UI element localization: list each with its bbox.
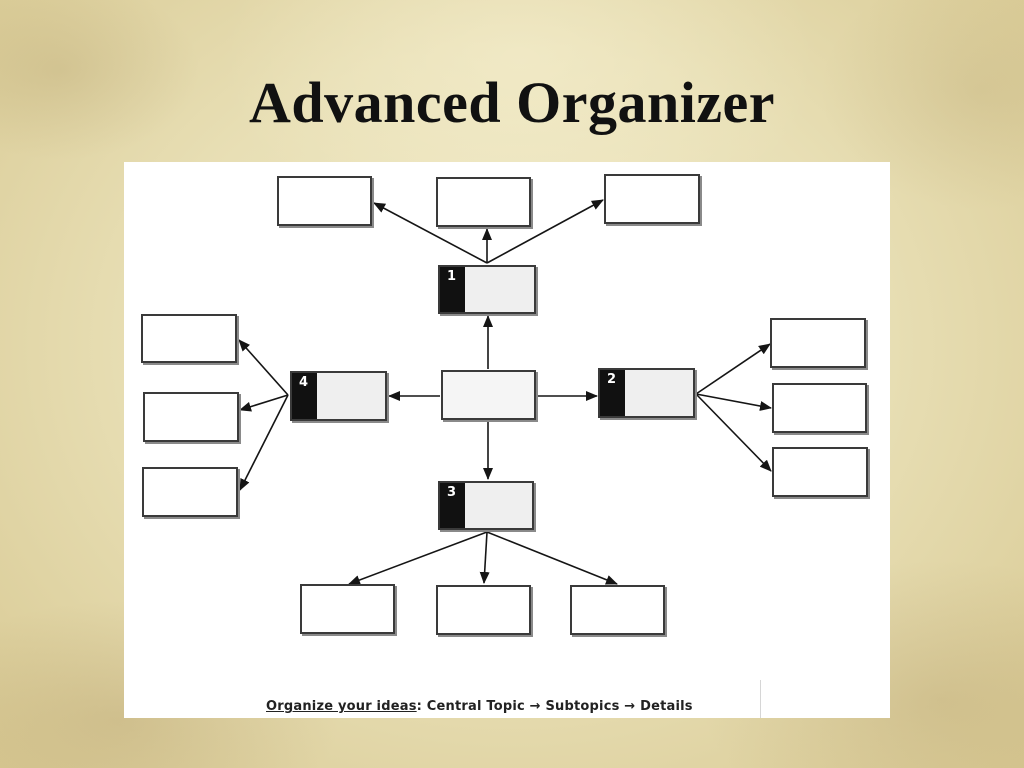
subtopic-1-box: 1 [438, 265, 536, 314]
detail-box-2a [770, 318, 866, 368]
caption-lead: Organize your ideas [266, 699, 417, 714]
subtopic-4-number: 4 [299, 375, 309, 390]
detail-box-1a [277, 176, 372, 226]
detail-box-3c [570, 585, 665, 635]
slide-title: Advanced Organizer [248, 70, 776, 135]
detail-box-3b [436, 585, 531, 635]
caption-divider [760, 680, 761, 718]
arrow-sub4-to-detail-2 [239, 394, 289, 412]
detail-box-3a [300, 584, 395, 634]
subtopic-1-number: 1 [447, 269, 457, 284]
arrow-sub3-to-detail-1 [348, 531, 488, 585]
detail-box-2c [772, 447, 868, 497]
detail-box-4a [141, 314, 237, 363]
subtopic-2-box: 2 [598, 368, 695, 418]
central-topic-box [441, 370, 536, 420]
organizer-diagram: 1 2 4 3 [124, 162, 890, 718]
detail-box-1b [436, 177, 531, 227]
detail-box-2b [772, 383, 867, 433]
arrow-sub2-to-detail-2 [695, 393, 772, 411]
subtopic-1-strip: 1 [440, 267, 465, 312]
caption: Organize your ideas: Central Topic → Sub… [266, 699, 693, 715]
arrow-sub2-to-detail-1 [695, 343, 771, 395]
caption-rest: : Central Topic → Subtopics → Details [416, 699, 693, 714]
detail-box-4c [142, 467, 238, 517]
subtopic-3-strip: 3 [440, 483, 465, 528]
arrow-sub3-to-detail-2 [479, 531, 490, 584]
subtopic-4-box: 4 [290, 371, 387, 421]
arrow-sub2-to-detail-3 [695, 393, 772, 472]
subtopic-4-strip: 4 [292, 373, 317, 419]
arrow-sub4-to-detail-3 [239, 394, 289, 491]
arrow-sub4-to-detail-1 [238, 339, 289, 396]
detail-box-4b [143, 392, 239, 442]
subtopic-3-number: 3 [447, 485, 457, 500]
subtopic-3-box: 3 [438, 481, 534, 530]
subtopic-2-number: 2 [607, 372, 617, 387]
arrow-sub3-to-detail-3 [486, 531, 618, 585]
subtopic-2-strip: 2 [600, 370, 625, 416]
detail-box-1c [604, 174, 700, 224]
